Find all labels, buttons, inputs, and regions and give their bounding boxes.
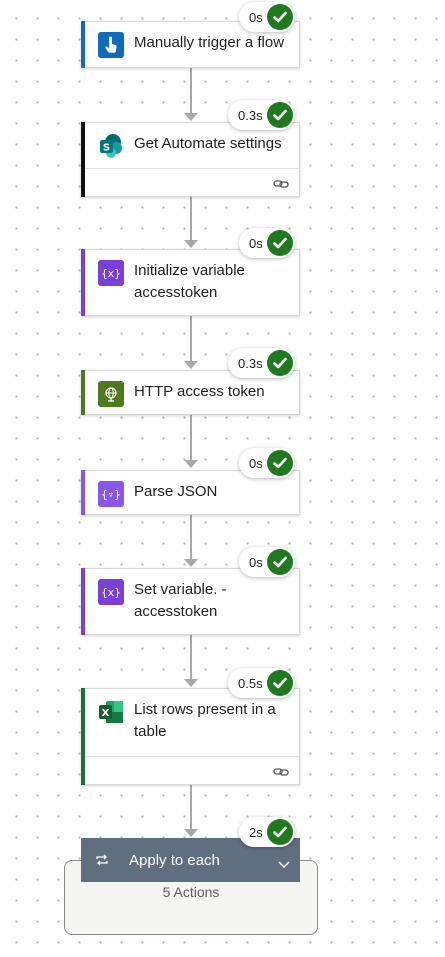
connector-arrow-2 [184,240,198,248]
duration-badge: 0.3s [228,348,295,378]
step-card-get-automate-settings[interactable]: S Get Automate settings [81,122,300,197]
card-accent [81,470,85,515]
step-card-list-rows[interactable]: X List rows present in a table [81,688,300,785]
connector-arrow-5 [184,559,198,567]
duration-label: 0s [249,9,263,25]
success-check-icon [266,670,293,696]
connector-7 [190,785,192,830]
duration-badge: 2s [239,817,295,847]
connector-arrow-7 [184,829,198,837]
step-title: Initialize variable accesstoken [134,262,245,301]
duration-badge: 0.3s [228,100,295,130]
svg-text:{▿}: {▿} [102,488,120,501]
loop-icon [95,851,109,870]
card-accent [81,21,85,68]
connector-2 [190,197,192,241]
duration-badge: 0s [239,547,295,577]
parse-json-icon: {▿} [98,481,124,507]
duration-label: 0.3s [238,107,263,123]
link-icon[interactable] [273,175,289,194]
http-globe-icon [98,381,124,407]
success-check-icon [266,4,293,30]
connector-1 [190,68,192,114]
connector-6 [190,635,192,680]
step-title: Get Automate settings [134,135,282,152]
duration-label: 0.3s [238,355,263,371]
duration-label: 0.5s [238,675,263,691]
duration-label: 0s [249,235,263,251]
success-check-icon [266,350,293,376]
duration-badge: 0s [239,2,295,32]
card-accent [81,122,85,197]
actions-count-label[interactable]: 5 Actions [162,884,220,900]
card-accent [81,568,85,635]
card-footer [85,756,299,784]
link-icon[interactable] [273,763,289,782]
step-title: HTTP access token [134,383,265,400]
excel-icon: X [98,699,124,725]
svg-text:X: X [102,708,110,719]
connector-arrow-4 [184,460,198,468]
variable-icon: {x} [98,579,124,605]
step-card-initialize-variable[interactable]: {x} Initialize variable accesstoken [81,249,300,316]
connector-arrow-6 [184,679,198,687]
step-title: Set variable. - accesstoken [134,581,227,620]
success-check-icon [266,230,293,256]
connector-4 [190,415,192,461]
card-accent [81,249,85,316]
connector-3 [190,316,192,362]
variable-icon: {x} [98,260,124,286]
svg-text:{x}: {x} [102,586,120,599]
sharepoint-icon: S [98,133,124,159]
hand-tap-icon [98,32,124,58]
duration-label: 0s [249,554,263,570]
duration-badge: 0s [239,448,295,478]
duration-badge: 0s [239,228,295,258]
card-footer [85,168,299,196]
duration-badge: 0.5s [228,668,295,698]
success-check-icon [266,450,293,476]
success-check-icon [266,102,293,128]
chevron-down-icon[interactable] [278,854,290,873]
connector-arrow-1 [184,113,198,121]
success-check-icon [266,549,293,575]
step-title: List rows present in a table [134,701,276,740]
step-card-set-variable[interactable]: {x} Set variable. - accesstoken [81,568,300,635]
connector-arrow-3 [184,361,198,369]
card-accent [81,370,85,415]
step-title: Manually trigger a flow [134,34,285,51]
card-accent [81,688,85,785]
duration-label: 2s [249,824,263,840]
step-card-http-access-token[interactable]: HTTP access token [81,370,300,415]
svg-text:{x}: {x} [102,267,120,280]
loop-title: Apply to each [129,851,220,869]
duration-label: 0s [249,455,263,471]
success-check-icon [266,819,293,845]
step-title: Parse JSON [134,483,218,500]
connector-5 [190,515,192,560]
svg-text:S: S [103,143,110,154]
